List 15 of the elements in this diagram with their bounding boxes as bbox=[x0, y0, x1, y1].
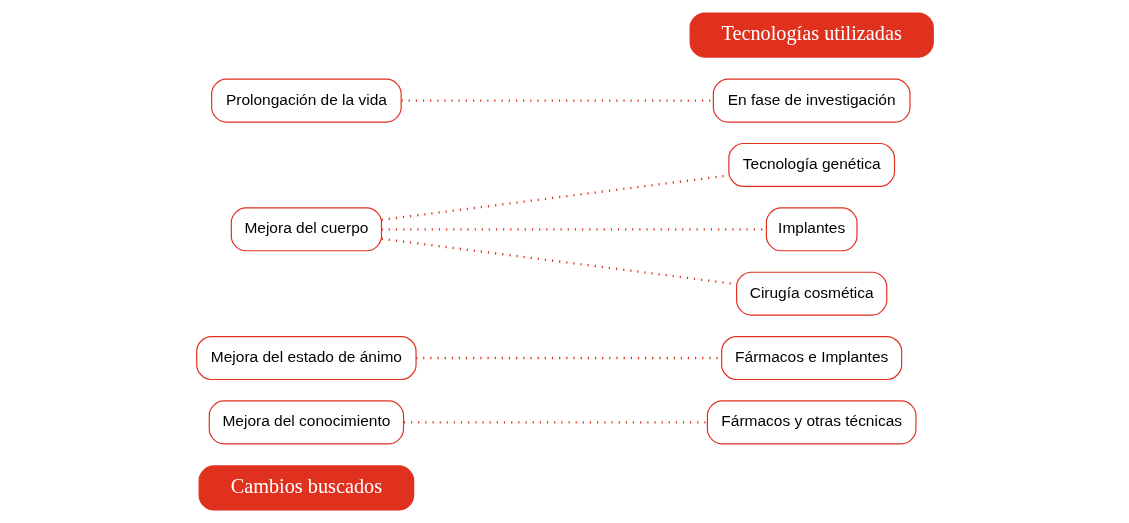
node-box: Cirugía cosmética bbox=[735, 271, 887, 316]
node-box: Mejora del estado de ánimo bbox=[195, 336, 417, 381]
node-box: Fármacos y otras técnicas bbox=[706, 400, 917, 445]
node-box: Tecnologías utilizadas bbox=[689, 12, 934, 58]
connector bbox=[401, 99, 713, 102]
node-box: Fármacos e Implantes bbox=[720, 336, 902, 381]
connector bbox=[415, 356, 721, 360]
node-box: Tecnología genética bbox=[727, 142, 895, 187]
node-box: Prolongación de la vida bbox=[210, 78, 402, 123]
node-box: Implantes bbox=[765, 207, 858, 252]
connector bbox=[403, 421, 707, 424]
node-box: Mejora del cuerpo bbox=[230, 207, 382, 252]
node-box: Cambios buscados bbox=[198, 465, 414, 511]
node-box: En fase de investigación bbox=[712, 78, 911, 123]
node-box: Mejora del conocimiento bbox=[208, 400, 404, 445]
